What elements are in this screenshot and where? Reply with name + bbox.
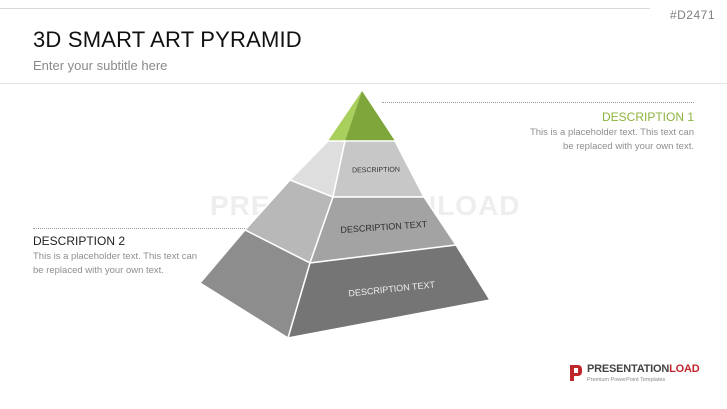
pyramid-level-1-right[interactable] — [345, 91, 395, 141]
description-1-text-line2: be replaced with your own text. — [563, 141, 694, 152]
description-1-text-line1: This is a placeholder text. This text ca… — [529, 127, 694, 138]
description-2-text-line2: be replaced with your own text. — [33, 265, 164, 276]
logo-word-presentation: PRESENTATION — [587, 363, 670, 375]
description-2-title[interactable]: DESCRIPTION 2 — [33, 234, 126, 248]
logo-tagline: Premium PowerPoint Templates — [587, 377, 666, 383]
description-1-title[interactable]: DESCRIPTION 1 — [601, 110, 694, 124]
logo-wordmark: PRESENTATIONLOAD — [587, 363, 700, 375]
slide-code: #D2471 — [669, 8, 715, 22]
description-2-leader-line — [33, 228, 245, 229]
slide-title[interactable]: 3D SMART ART PYRAMID — [33, 27, 302, 52]
top-rule — [0, 8, 650, 9]
logo-p-icon — [570, 365, 582, 381]
description-2-text-line1: This is a placeholder text. This text ca… — [33, 251, 198, 262]
slide-subtitle[interactable]: Enter your subtitle here — [33, 58, 168, 73]
logo-word-load: LOAD — [669, 363, 700, 375]
pyramid-level-4-right[interactable] — [286, 244, 492, 339]
description-1-text[interactable]: This is a placeholder text. This text ca… — [494, 126, 694, 154]
header-divider — [0, 83, 727, 84]
description-1-leader-line — [382, 102, 694, 103]
description-2-text[interactable]: This is a placeholder text. This text ca… — [33, 250, 233, 278]
pyramid-label-2: DESCRIPTION — [352, 167, 400, 175]
pyramid-level-1-left[interactable] — [328, 91, 362, 141]
